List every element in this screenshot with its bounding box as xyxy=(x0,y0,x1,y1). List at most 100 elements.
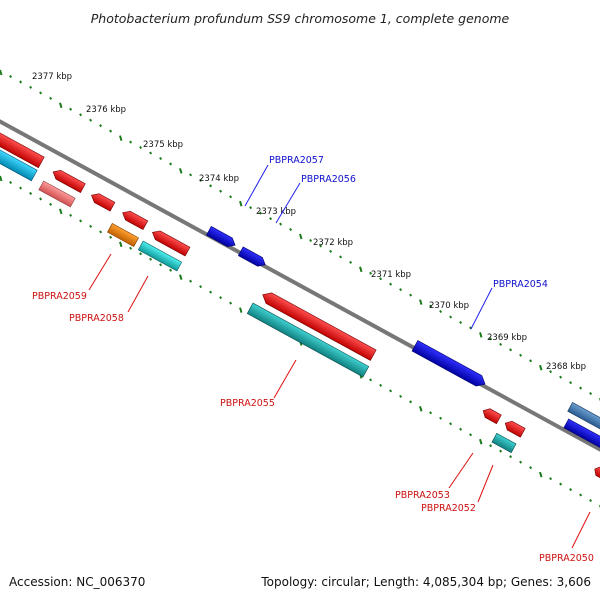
tick-mark xyxy=(219,189,223,193)
tick-mark xyxy=(0,175,3,182)
gene-feature-PBPRA2055[interactable] xyxy=(246,302,370,378)
gene-feature-red-left[interactable] xyxy=(0,123,45,169)
gene-label-PBPRA2059[interactable]: PBPRA2059 xyxy=(32,291,87,302)
reverse-label-leaders xyxy=(88,253,591,549)
tick-mark xyxy=(459,320,463,324)
gene-label-PBPRA2058[interactable]: PBPRA2058 xyxy=(69,313,124,324)
tick-mark xyxy=(69,213,73,217)
gene-label-PBPRA2057[interactable]: PBPRA2057 xyxy=(269,155,324,166)
tick-mark xyxy=(579,493,583,497)
tick-mark xyxy=(239,200,243,207)
tick-mark xyxy=(499,342,503,346)
tick-mark xyxy=(209,184,213,188)
gene-feature-red[interactable] xyxy=(120,208,149,231)
kbp-label: 2375 kbp xyxy=(143,140,183,150)
gene-feature-PBPRA2057[interactable] xyxy=(206,226,237,249)
tick-mark xyxy=(199,178,203,182)
gene-feature-PBPRA2053[interactable] xyxy=(481,406,502,425)
gene-label-PBPRA2054[interactable]: PBPRA2054 xyxy=(493,279,548,290)
kbp-label: 2372 kbp xyxy=(313,238,353,248)
tick-mark xyxy=(349,260,353,264)
kbp-label: 2373 kbp xyxy=(256,207,296,217)
tick-mark xyxy=(579,386,583,390)
tick-mark xyxy=(179,168,183,174)
gene-feature-red[interactable] xyxy=(51,167,86,193)
tick-mark xyxy=(49,202,53,206)
tick-mark xyxy=(509,455,513,459)
kbp-label: 2370 kbp xyxy=(429,301,469,311)
tick-mark xyxy=(39,197,43,201)
gene-label-PBPRA2055[interactable]: PBPRA2055 xyxy=(220,398,275,409)
gene-feature-PBPRA2059[interactable] xyxy=(107,223,139,247)
gene-feature-PBPRA2055-red[interactable] xyxy=(260,289,377,361)
tick-mark xyxy=(369,378,373,382)
topology-summary: Topology: circular; Length: 4,085,304 bp… xyxy=(260,575,591,589)
backbone-line xyxy=(0,119,600,452)
tick-mark xyxy=(179,274,183,280)
gene-feature-blue-edge[interactable] xyxy=(563,418,600,452)
gene-feature-PBPRA2052[interactable] xyxy=(491,432,517,454)
tick-mark xyxy=(449,422,453,426)
gene-feature-red[interactable] xyxy=(89,191,116,212)
gene-label-PBPRA2053[interactable]: PBPRA2053 xyxy=(395,490,450,501)
tick-mark xyxy=(479,438,483,445)
tick-mark xyxy=(319,244,323,248)
tick-mark xyxy=(229,301,233,305)
gene-feature-sky[interactable] xyxy=(0,140,38,182)
tick-mark xyxy=(369,271,373,275)
kbp-labels: 2377 kbp 2376 kbp 2375 kbp 2374 kbp 2373… xyxy=(32,72,586,372)
tick-mark xyxy=(219,296,223,300)
tick-mark xyxy=(439,310,443,314)
tick-mark xyxy=(539,364,543,371)
gene-label-PBPRA2056[interactable]: PBPRA2056 xyxy=(301,174,356,185)
tick-mark xyxy=(489,444,493,448)
kbp-label: 2369 kbp xyxy=(487,333,527,343)
tick-mark xyxy=(409,400,413,404)
tick-mark xyxy=(29,191,33,195)
gene-label-PBPRA2052[interactable]: PBPRA2052 xyxy=(421,503,476,514)
tick-mark xyxy=(99,230,103,234)
gene-feature-pink[interactable] xyxy=(38,180,76,208)
tick-mark xyxy=(169,162,173,166)
tick-mark xyxy=(9,74,13,78)
tick-mark xyxy=(229,195,233,199)
forward-gene-labels: PBPRA2057 PBPRA2056 PBPRA2054 xyxy=(269,155,548,290)
gene-feature-PBPRA2050[interactable] xyxy=(592,465,600,482)
tick-mark xyxy=(289,228,293,232)
tick-mark xyxy=(79,113,83,117)
tick-mark xyxy=(559,482,563,486)
tick-mark xyxy=(79,219,83,223)
tick-mark xyxy=(19,80,23,84)
tick-mark xyxy=(479,332,483,338)
tick-mark xyxy=(49,96,53,100)
tick-mark xyxy=(569,381,573,385)
accession-text: Accession: NC_006370 xyxy=(9,575,145,589)
tick-mark xyxy=(429,411,433,415)
gene-feature-red[interactable] xyxy=(150,228,191,257)
tick-mark xyxy=(529,359,533,363)
tick-mark xyxy=(459,427,463,431)
tick-mark xyxy=(389,389,393,393)
gene-feature-PBPRA2058[interactable] xyxy=(137,240,183,272)
tick-mark xyxy=(39,91,43,95)
tick-mark xyxy=(0,69,3,76)
tick-mark xyxy=(589,499,593,503)
tick-mark xyxy=(189,173,193,177)
tick-mark xyxy=(109,129,113,133)
gene-feature-PBPRA2056[interactable] xyxy=(237,246,267,269)
gene-feature-PBPRA2054[interactable] xyxy=(411,340,488,390)
tick-mark xyxy=(89,118,93,122)
gene-label-PBPRA2050[interactable]: PBPRA2050 xyxy=(539,553,594,564)
kbp-label: 2374 kbp xyxy=(199,174,239,184)
tick-mark xyxy=(449,315,453,319)
tick-mark xyxy=(519,460,523,464)
tick-mark xyxy=(399,288,403,292)
tick-mark xyxy=(149,151,153,155)
tick-mark xyxy=(239,307,243,313)
tick-mark xyxy=(429,304,433,308)
gene-feature-PBPRA2052-red[interactable] xyxy=(503,419,526,438)
kbp-label: 2376 kbp xyxy=(86,105,126,115)
tick-mark xyxy=(509,348,513,352)
tick-mark xyxy=(379,383,383,387)
